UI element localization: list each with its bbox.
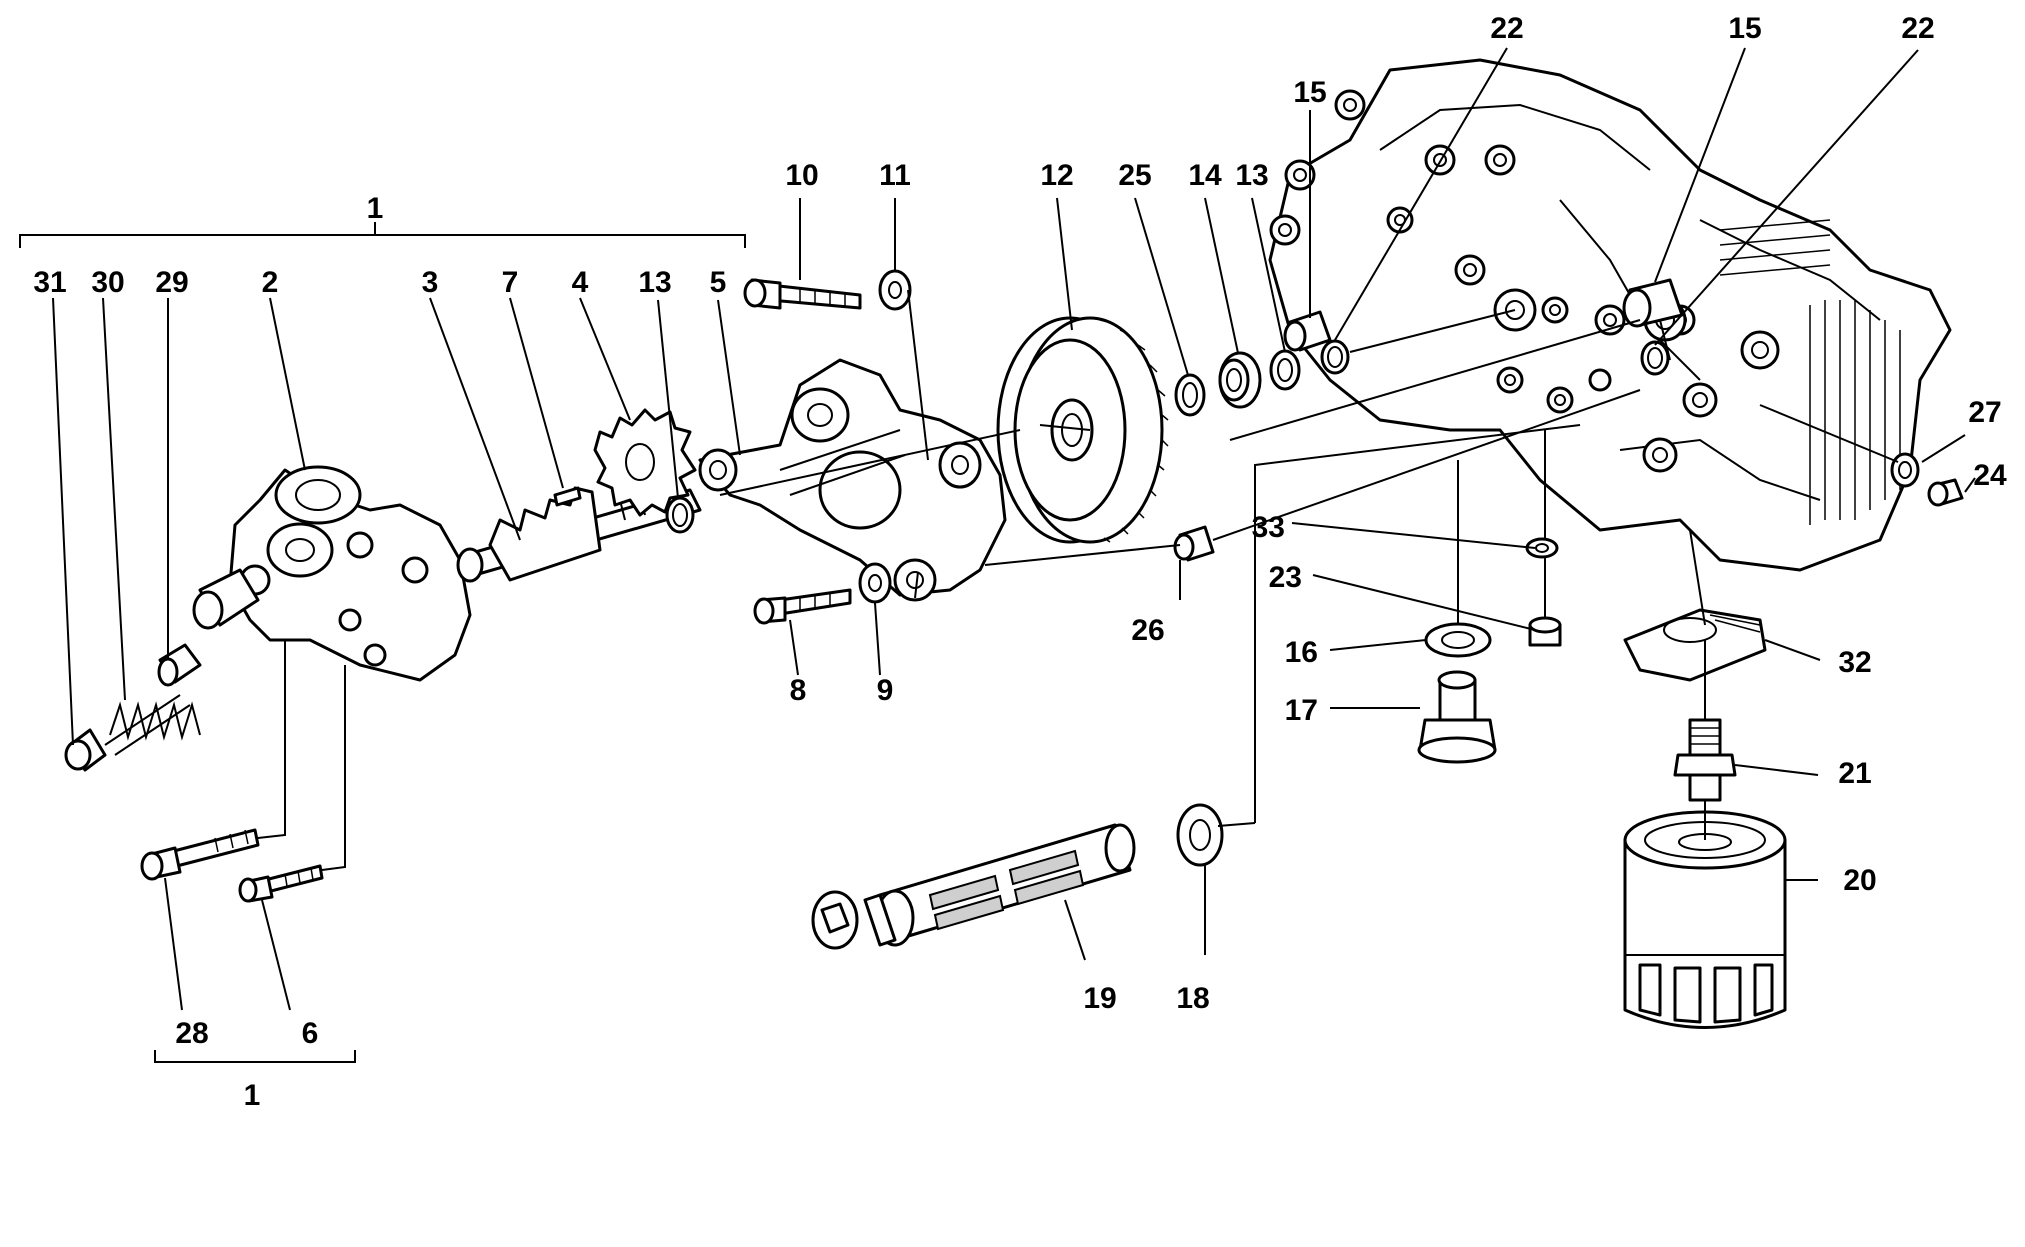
callout-20: 20 — [1843, 864, 1876, 897]
callout-33: 33 — [1252, 511, 1285, 544]
callout-18: 18 — [1176, 982, 1209, 1015]
callout-5: 5 — [710, 266, 727, 299]
callout-14: 14 — [1188, 159, 1222, 192]
washer-9 — [858, 562, 892, 604]
callout-25: 25 — [1118, 159, 1151, 192]
bushing-15-right — [1622, 278, 1684, 328]
washer-16 — [1424, 622, 1492, 658]
callout-10: 10 — [785, 159, 818, 192]
callout-12: 12 — [1040, 159, 1073, 192]
relief-valve-spring — [104, 694, 201, 756]
callout-13-left: 13 — [638, 266, 671, 299]
bearing-14 — [1218, 351, 1262, 409]
oil-filter — [1623, 810, 1787, 1029]
callout-24: 24 — [1973, 459, 2007, 492]
plug-17 — [1417, 670, 1497, 764]
callout-29: 29 — [155, 266, 188, 299]
washer-11 — [878, 269, 912, 311]
callout-22-left: 22 — [1490, 12, 1523, 45]
callout-6: 6 — [302, 1017, 319, 1050]
callout-23: 23 — [1269, 561, 1302, 594]
bolt-28 — [140, 828, 260, 881]
callout-30: 30 — [91, 266, 124, 299]
callout-8: 8 — [790, 674, 807, 707]
callout-28: 28 — [175, 1017, 208, 1050]
circlip-left — [665, 496, 695, 534]
o-ring-22-right — [1640, 340, 1670, 376]
callout-11: 11 — [879, 159, 911, 192]
callout-4: 4 — [572, 266, 589, 299]
callout-16: 16 — [1285, 636, 1318, 669]
nipple-21 — [1673, 718, 1737, 802]
dowel-26 — [1173, 525, 1215, 562]
circlip-25 — [1174, 373, 1206, 417]
callout-21: 21 — [1838, 757, 1871, 790]
pump-cover — [698, 358, 1007, 602]
relief-valve-plunger — [157, 643, 202, 687]
callout-31: 31 — [33, 266, 66, 299]
circlip-right — [1269, 349, 1301, 391]
screw-23 — [1528, 616, 1562, 647]
bolt-6 — [238, 864, 324, 903]
callout-labels: 1 31 30 29 2 3 7 4 13 5 10 11 12 25 14 1… — [33, 12, 2007, 1112]
bushing-15-left — [1283, 310, 1332, 352]
callout-22-right: 22 — [1901, 12, 1934, 45]
callout-32: 32 — [1838, 646, 1871, 679]
callout-27: 27 — [1968, 396, 2001, 429]
washer-27 — [1890, 452, 1920, 488]
callout-3: 3 — [422, 266, 439, 299]
callout-2: 2 — [262, 266, 279, 299]
callout-7: 7 — [502, 266, 519, 299]
oil-strainer — [811, 823, 1136, 950]
callout-17: 17 — [1285, 694, 1318, 727]
leader-lines — [19, 47, 1976, 1063]
washer-18 — [1176, 803, 1224, 867]
callout-13-right: 13 — [1235, 159, 1268, 192]
callout-19: 19 — [1083, 982, 1116, 1015]
callout-26: 26 — [1131, 614, 1164, 647]
plate-32 — [1623, 608, 1767, 682]
o-ring-22-left — [1320, 339, 1350, 375]
callout-15-left: 15 — [1293, 76, 1326, 109]
callout-1-top: 1 — [367, 192, 384, 225]
oil-pump-body — [192, 465, 472, 682]
callout-1-bottom: 1 — [244, 1079, 261, 1112]
relief-valve-cap — [64, 728, 107, 772]
woodruff-key — [553, 486, 582, 507]
bolt-8 — [753, 588, 852, 625]
plug-24 — [1927, 478, 1964, 507]
idler-gear — [593, 408, 697, 517]
engine-crankcase — [1268, 58, 1952, 572]
callout-15-right: 15 — [1728, 12, 1761, 45]
callout-9: 9 — [877, 674, 894, 707]
bolt-10 — [743, 278, 862, 310]
